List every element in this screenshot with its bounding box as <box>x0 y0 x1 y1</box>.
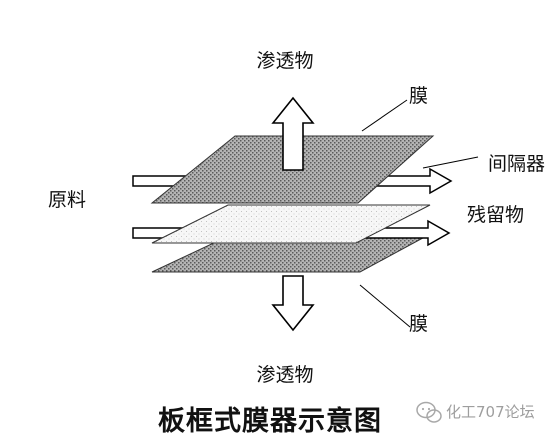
leader-line-membrane-top <box>361 99 408 132</box>
wechat-logo-icon <box>416 401 442 423</box>
spacer-layer <box>151 204 431 244</box>
permeate-arrow-up <box>271 96 315 171</box>
watermark: 化工707论坛 <box>416 401 535 423</box>
label-permeate-top: 渗透物 <box>256 50 313 72</box>
watermark-text: 化工707论坛 <box>446 403 535 421</box>
label-retentate: 残留物 <box>467 204 524 226</box>
permeate-arrow-down <box>271 275 315 332</box>
label-feed: 原料 <box>48 189 86 211</box>
label-spacer: 间隔器 <box>488 153 545 175</box>
leader-line-membrane-bottom <box>359 284 411 328</box>
diagram-title: 板框式膜器示意图 <box>158 405 382 437</box>
label-permeate-bottom: 渗透物 <box>256 364 313 386</box>
label-membrane-top: 膜 <box>409 85 428 107</box>
label-membrane-bottom: 膜 <box>409 313 428 335</box>
leader-line-spacer <box>422 156 479 169</box>
